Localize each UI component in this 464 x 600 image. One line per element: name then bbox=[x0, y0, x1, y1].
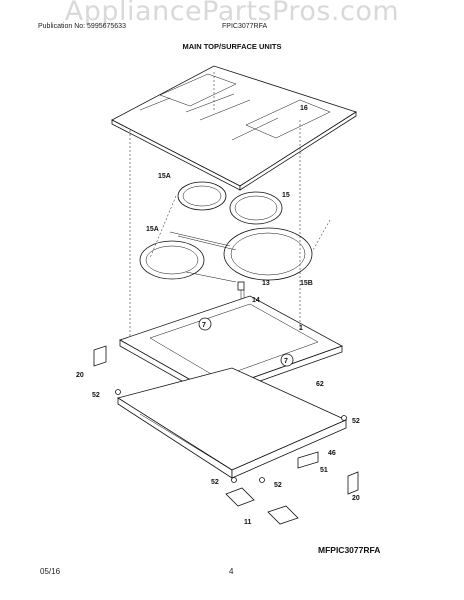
callout-16: 16 bbox=[300, 105, 308, 112]
callout-15a-lower: 15A bbox=[146, 226, 159, 233]
callout-13: 13 bbox=[262, 280, 270, 287]
screw-part bbox=[231, 477, 237, 483]
mounting-bracket-left-part bbox=[93, 345, 107, 367]
small-surface-element-part bbox=[177, 181, 227, 211]
callout-52-left: 52 bbox=[92, 392, 100, 399]
bracket-11-upper-part bbox=[225, 487, 255, 507]
large-surface-element-part bbox=[223, 227, 313, 281]
callout-7-left: 7 bbox=[202, 322, 206, 329]
screw-part bbox=[259, 477, 265, 483]
callout-7-right: 7 bbox=[284, 358, 288, 365]
callout-20-right: 20 bbox=[352, 495, 360, 502]
watermark: AppliancePartsPros.com bbox=[64, 0, 400, 27]
bracket-51-part bbox=[297, 451, 319, 469]
callout-1: 1 bbox=[299, 325, 303, 332]
callout-14: 14 bbox=[252, 297, 260, 304]
model-code: FPIC3077RFA bbox=[222, 23, 268, 30]
element-wire bbox=[169, 231, 231, 247]
callout-52-bottom-right: 52 bbox=[274, 482, 282, 489]
page-title: MAIN TOP/SURFACE UNITS bbox=[182, 42, 282, 51]
surface-element-part bbox=[229, 191, 283, 225]
callout-62: 62 bbox=[316, 381, 324, 388]
callout-52-right: 52 bbox=[352, 418, 360, 425]
callout-51: 51 bbox=[320, 467, 328, 474]
glass-cooktop-part bbox=[111, 65, 357, 191]
bracket-11-lower-part bbox=[267, 505, 299, 525]
publication-number: Publication No: 5995675633 bbox=[38, 23, 126, 30]
callout-11: 11 bbox=[244, 519, 252, 526]
callout-15b: 15B bbox=[300, 280, 313, 287]
page-number: 4 bbox=[229, 567, 234, 576]
callout-46: 46 bbox=[328, 450, 336, 457]
callout-15a-upper: 15A bbox=[158, 173, 171, 180]
callout-15: 15 bbox=[282, 192, 290, 199]
screw-part bbox=[341, 415, 347, 421]
callout-20-left: 20 bbox=[76, 372, 84, 379]
footer-date: 05/16 bbox=[40, 567, 61, 576]
element-wire bbox=[185, 271, 237, 283]
element-wire bbox=[177, 235, 237, 251]
mounting-bracket-right-part bbox=[347, 471, 359, 495]
left-surface-element-part bbox=[139, 240, 205, 280]
cooktop-chassis-part bbox=[117, 367, 347, 479]
callout-52-bottom-left: 52 bbox=[211, 479, 219, 486]
screw-part bbox=[115, 389, 121, 395]
figure-model-label: MFPIC3077RFA bbox=[318, 545, 381, 555]
